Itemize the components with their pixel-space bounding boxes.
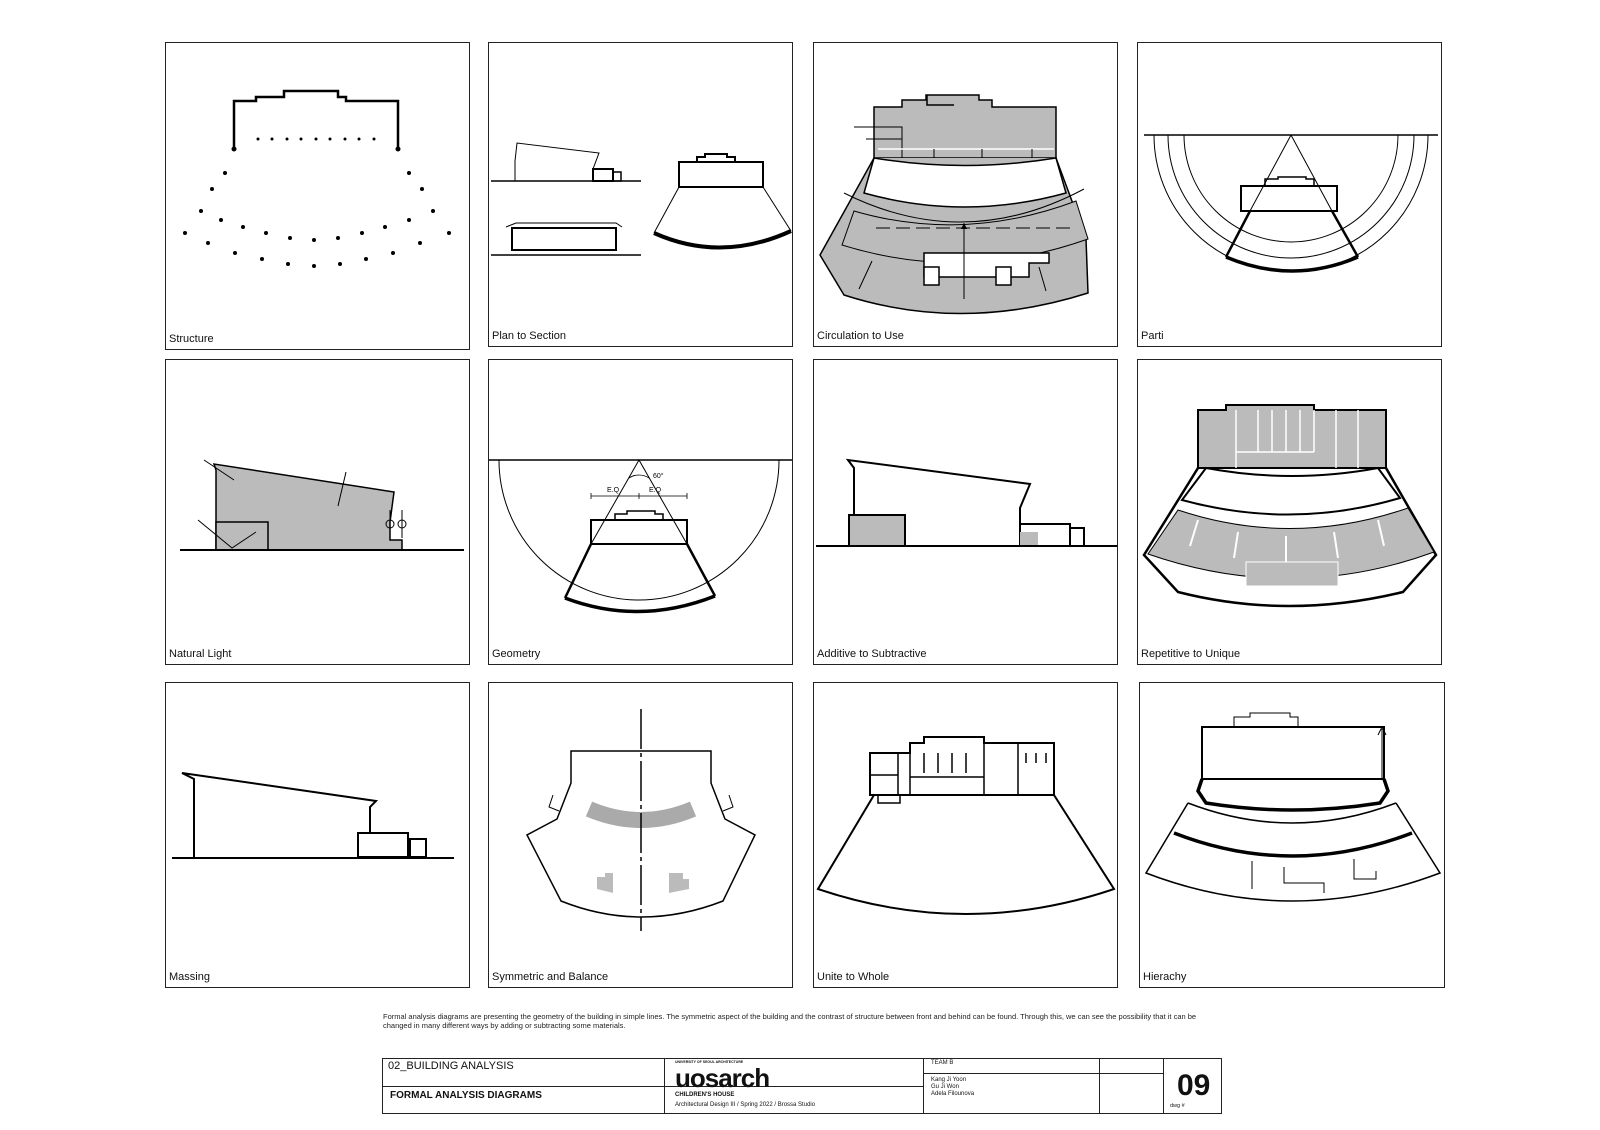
project-name: CHILDREN'S HOUSE	[675, 1092, 735, 1098]
course-info: Architectural Design III / Spring 2022 /…	[675, 1102, 816, 1108]
panel-label: Additive to Subtractive	[817, 648, 927, 660]
drawing-title: FORMAL ANALYSIS DIAGRAMS	[390, 1090, 542, 1101]
panel-geometry: 60° E.Q E.Q Geometry	[488, 359, 793, 665]
additive-to-subtractive-diagram	[816, 458, 1117, 547]
panel-parti: Parti	[1137, 42, 1442, 347]
panel-label: Plan to Section	[492, 330, 566, 342]
panel-massing: Massing	[165, 682, 470, 988]
description-text: Formal analysis diagrams are presenting …	[383, 1012, 1197, 1030]
panel-label: Parti	[1141, 330, 1164, 342]
divider	[923, 1073, 1163, 1074]
panel-label: Hierachy	[1143, 971, 1187, 983]
circulation-to-use-diagram	[819, 94, 1089, 315]
member-name: Kang Ji Yoon	[931, 1077, 967, 1083]
panel-label: Repetitive to Unique	[1141, 648, 1241, 660]
symmetric-and-balance-diagram	[525, 709, 756, 931]
panel-plan-to-section: Plan to Section	[488, 42, 793, 347]
title-block: 02_BUILDING ANALYSIS FORMAL ANALYSIS DIA…	[382, 1058, 1222, 1114]
member-name: Adela Filounova	[931, 1091, 975, 1097]
panel-natural-light: Natural Light	[165, 359, 470, 665]
repetitive-to-unique-diagram	[1142, 404, 1438, 608]
unite-to-whole-diagram	[816, 736, 1116, 915]
panel-label: Structure	[169, 333, 214, 345]
drawing-number-label: dwg #	[1170, 1103, 1185, 1109]
uosarch-logo: uosarch	[675, 1063, 770, 1093]
panel-label: Massing	[169, 971, 210, 983]
panel-hierachy: Hierachy	[1139, 682, 1445, 988]
panel-additive-to-subtractive: Additive to Subtractive	[813, 359, 1118, 665]
massing-diagram	[172, 772, 454, 859]
panel-label: Natural Light	[169, 648, 232, 660]
natural-light-diagram	[180, 459, 464, 551]
divider	[1099, 1059, 1100, 1113]
member-name: Gu Ji Won	[931, 1084, 959, 1090]
plan-to-section-diagram	[491, 142, 792, 256]
panel-unite-to-whole: Unite to Whole	[813, 682, 1118, 988]
panel-label: Geometry	[492, 648, 541, 660]
eq-right-annotation: E.Q	[649, 487, 662, 494]
divider	[1163, 1059, 1164, 1113]
panel-symmetric-and-balance: Symmetric and Balance	[488, 682, 793, 988]
team-label: TEAM B	[931, 1060, 954, 1066]
structure-diagram	[183, 89, 451, 268]
divider	[383, 1086, 923, 1087]
divider	[923, 1059, 924, 1113]
angle-annotation: 60°	[653, 472, 664, 480]
hierachy-diagram	[1144, 712, 1442, 902]
panel-repetitive-to-unique: Repetitive to Unique	[1137, 359, 1442, 665]
panel-label: Unite to Whole	[817, 971, 890, 983]
drawing-number: 09	[1177, 1069, 1211, 1102]
panel-structure: Structure	[165, 42, 470, 350]
panel-label: Symmetric and Balance	[492, 971, 609, 983]
eq-left-annotation: E.Q	[607, 487, 620, 494]
section-label: 02_BUILDING ANALYSIS	[388, 1060, 514, 1072]
geometry-diagram: 60° E.Q E.Q	[489, 459, 792, 614]
parti-diagram	[1144, 134, 1438, 273]
panel-circulation-to-use: Circulation to Use	[813, 42, 1118, 347]
logo-subtext: UNIVERSITY OF SEOUL ARCHITECTURE	[675, 1060, 744, 1064]
panel-label: Circulation to Use	[817, 330, 904, 342]
